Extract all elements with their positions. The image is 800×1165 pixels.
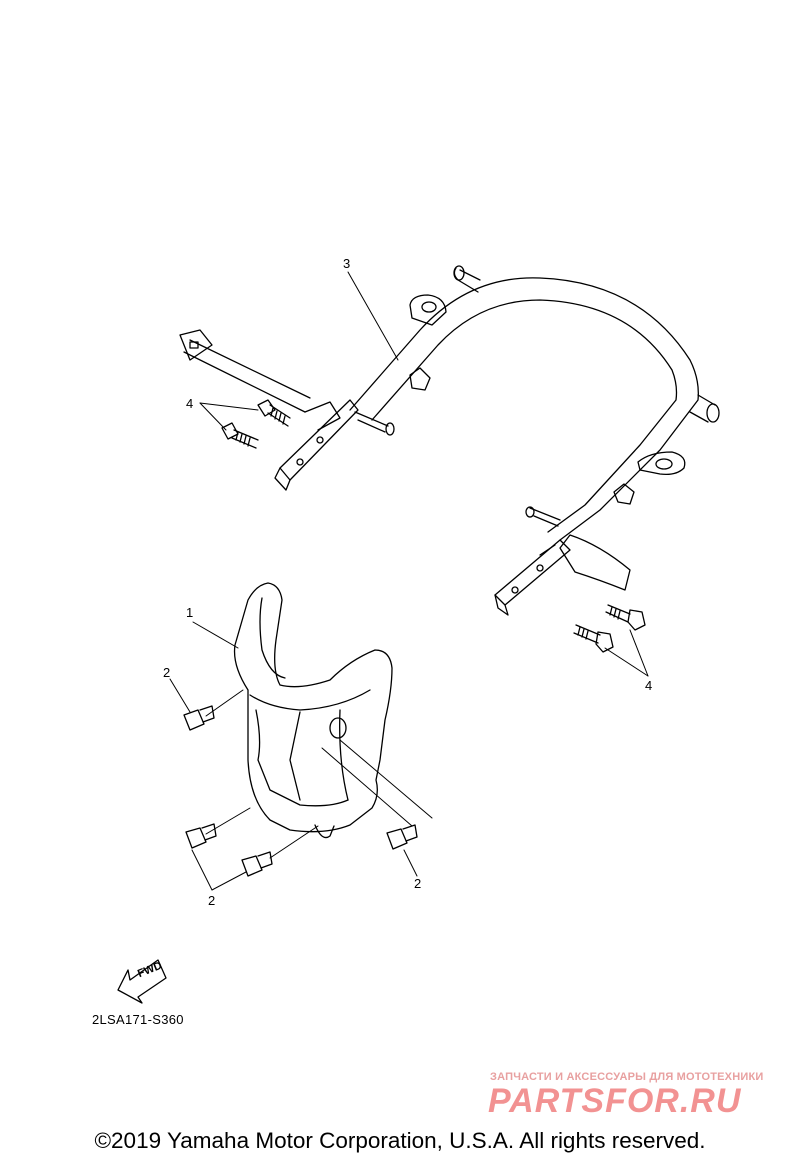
watermark-brand: PARTSFOR.RU bbox=[488, 1082, 742, 1120]
bolt-part-4-left bbox=[221, 399, 291, 449]
callout-1: 1 bbox=[186, 605, 194, 620]
callout-4-left: 4 bbox=[186, 396, 194, 411]
callout-2-bottom: 2 bbox=[208, 893, 216, 908]
leader-lines bbox=[169, 271, 649, 891]
callout-4-right: 4 bbox=[645, 678, 653, 693]
watermark-tagline: ЗАПЧАСТИ И АКСЕССУАРЫ ДЛЯ МОТОТЕХНИКИ bbox=[490, 1071, 764, 1083]
bolt-part-4-right bbox=[573, 604, 646, 653]
callout-2-right: 2 bbox=[414, 876, 422, 891]
frame-stay-part bbox=[179, 265, 720, 616]
fwd-arrow-icon bbox=[117, 959, 167, 1004]
callout-2-left-top: 2 bbox=[163, 665, 171, 680]
callout-3: 3 bbox=[343, 256, 351, 271]
copyright-footer: ©2019 Yamaha Motor Corporation, U.S.A. A… bbox=[94, 1128, 706, 1153]
screw-part-2 bbox=[183, 705, 418, 877]
cowling-part bbox=[233, 582, 393, 839]
diagram-code: 2LSA171-S360 bbox=[92, 1012, 184, 1027]
